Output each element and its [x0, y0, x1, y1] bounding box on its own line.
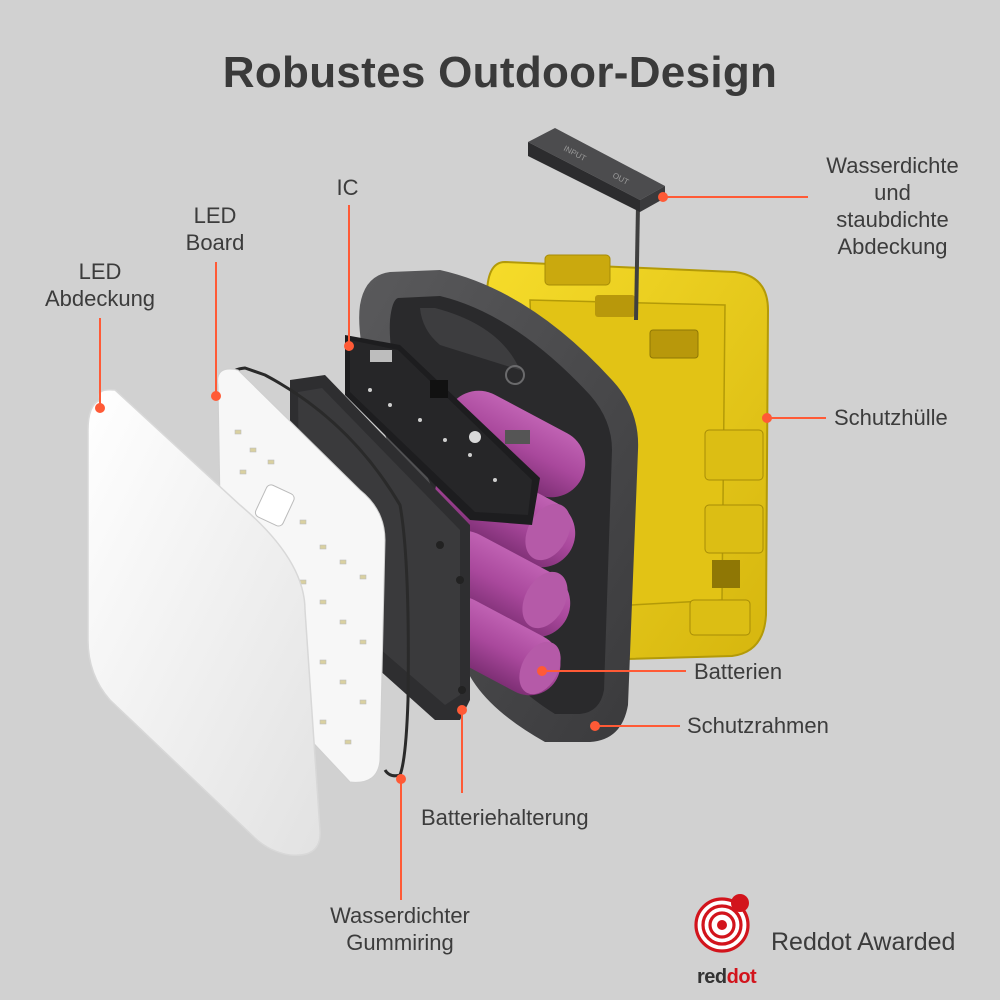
label-rubber-ring-line2: Gummiring	[346, 930, 454, 955]
label-waterproof-cover-line3: staubdichte	[836, 207, 949, 232]
label-waterproof-cover-line1: Wasserdichte	[826, 153, 959, 178]
reddot-wordmark-dot: dot	[726, 966, 757, 988]
label-waterproof-cover-line2: und	[874, 180, 911, 205]
label-batteries: Batterien	[694, 659, 783, 684]
led-cover	[87, 388, 321, 857]
label-case: Schutzhülle	[834, 405, 948, 430]
label-frame: Schutzrahmen	[687, 713, 829, 738]
label-led-cover-line1: LED	[78, 259, 122, 284]
label-rubber-ring-line1: Wasserdichter	[330, 903, 470, 928]
callout-lines	[95, 192, 826, 900]
label-led-cover: LED Abdeckung	[30, 258, 170, 312]
reddot-wordmark: reddot	[697, 966, 757, 989]
label-rubber-ring: Wasserdichter Gummiring	[300, 902, 500, 956]
label-led-board: LED Board	[165, 202, 265, 256]
label-ic: IC	[336, 175, 359, 200]
reddot-logo	[694, 894, 750, 953]
label-led-board-line2: Board	[185, 230, 245, 255]
reddot-wordmark-red: red	[697, 966, 727, 988]
label-waterproof-cover-line4: Abdeckung	[837, 234, 948, 259]
label-led-board-line1: LED	[193, 203, 237, 228]
award-text: Reddot Awarded	[771, 928, 956, 956]
label-led-cover-line2: Abdeckung	[44, 286, 156, 311]
label-waterproof-cover: Wasserdichte und staubdichte Abdeckung	[800, 152, 985, 260]
waterproof-dust-cap: INPUT OUT	[528, 128, 665, 321]
ic-board	[345, 335, 540, 525]
page-title: Robustes Outdoor-Design	[222, 48, 778, 97]
label-battery-holder: Batteriehalterung	[421, 805, 589, 830]
